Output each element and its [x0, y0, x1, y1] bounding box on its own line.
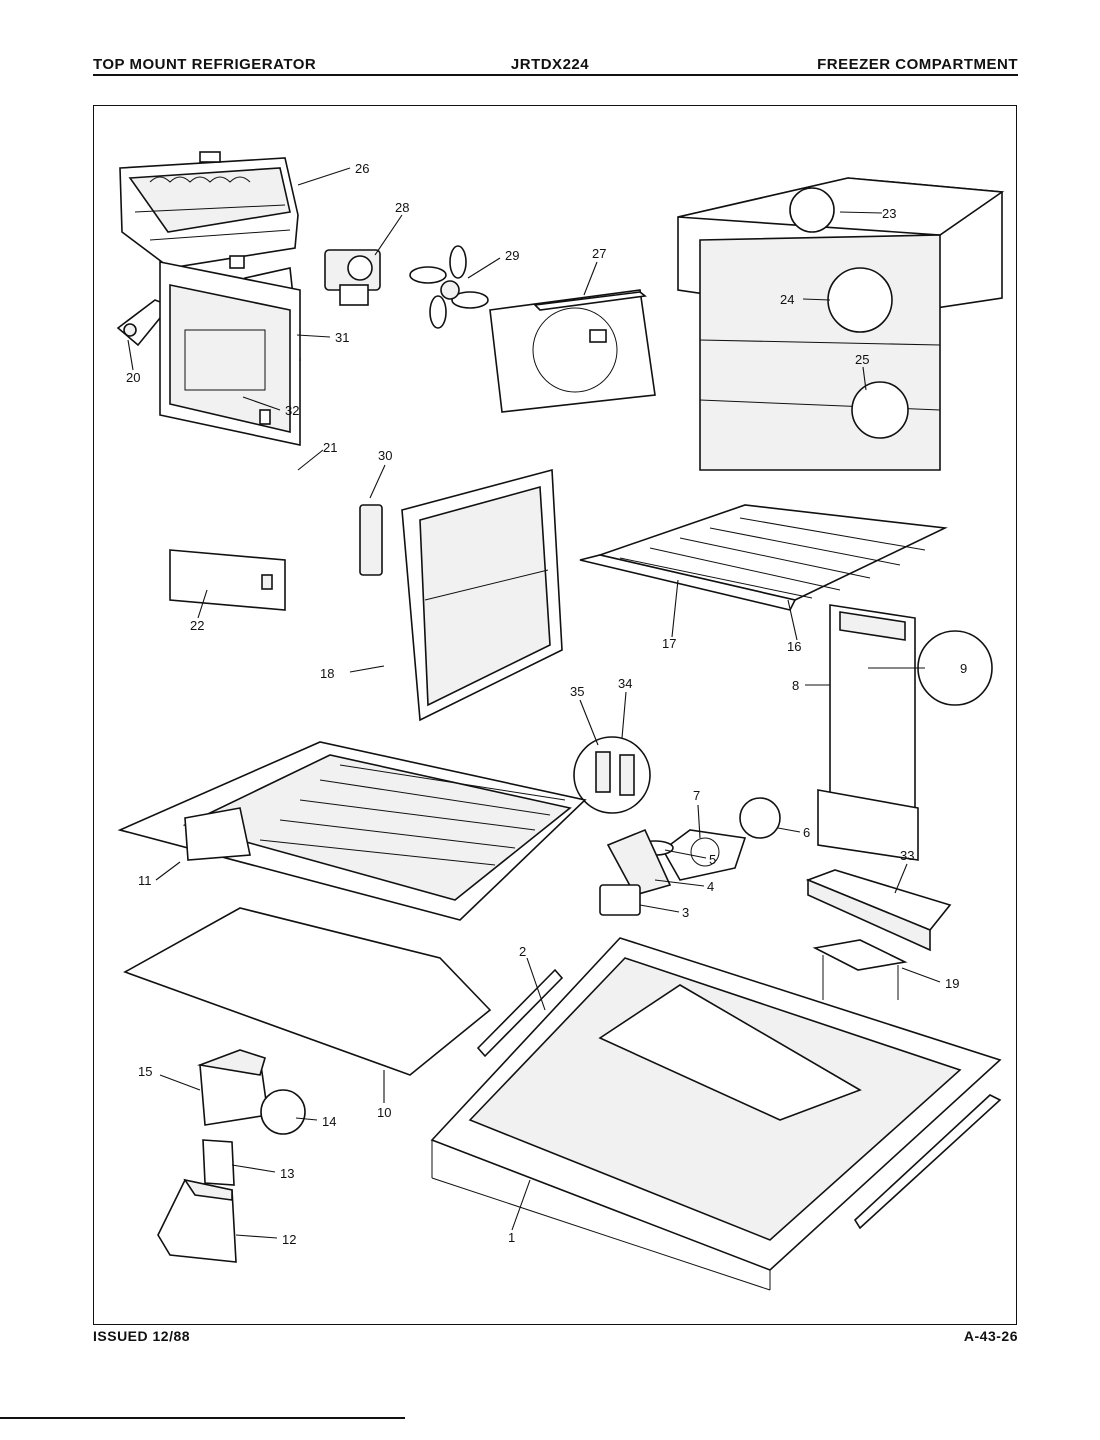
callout-1: 1	[508, 1230, 515, 1245]
part-ice-maker	[119, 151, 299, 269]
part-shelf-tray	[117, 741, 587, 921]
callout-32: 32	[285, 403, 299, 418]
header-section: FREEZER COMPARTMENT	[817, 56, 1018, 73]
part-liner-sheet	[123, 907, 492, 1076]
footer-page-code: A-43-26	[963, 1328, 1018, 1344]
callout-14: 14	[322, 1114, 336, 1129]
bottom-rule	[0, 1417, 405, 1419]
callout-17: 17	[662, 636, 676, 651]
part-freezer-pan	[430, 937, 1002, 1291]
callout-24: 24	[780, 292, 794, 307]
callout-34: 34	[618, 676, 632, 691]
diagram-frame	[93, 105, 1017, 1325]
header-rule	[93, 74, 1018, 76]
callout-23: 23	[882, 206, 896, 221]
part-fan-blade	[409, 245, 489, 329]
callout-6: 6	[803, 825, 810, 840]
part-fan-shroud	[489, 289, 656, 413]
callout-35: 35	[570, 684, 584, 699]
callout-9: 9	[960, 661, 967, 676]
callout-15: 15	[138, 1064, 152, 1079]
callout-2: 2	[519, 944, 526, 959]
part-wire-shelf	[579, 504, 948, 611]
callout-4: 4	[707, 879, 714, 894]
part-water-valve-bucket	[196, 1049, 306, 1135]
callout-29: 29	[505, 248, 519, 263]
part-freezer-cabinet	[677, 177, 1005, 471]
part-terminal-insert	[573, 736, 651, 814]
part-ice-bin	[157, 1178, 237, 1263]
callout-26: 26	[355, 161, 369, 176]
part-cover	[805, 869, 952, 952]
part-evaporator-motor	[599, 828, 674, 916]
callout-12: 12	[282, 1232, 296, 1247]
callout-5: 5	[709, 852, 716, 867]
callout-19: 19	[945, 976, 959, 991]
callout-21: 21	[323, 440, 337, 455]
callout-10: 10	[377, 1105, 391, 1120]
callout-11: 11	[138, 873, 152, 888]
part-evaporator-fan-bracket	[661, 797, 781, 881]
part-gasket-strip	[476, 968, 564, 1058]
callout-16: 16	[787, 639, 801, 654]
callout-7: 7	[693, 788, 700, 803]
footer-issued-date: ISSUED 12/88	[93, 1328, 191, 1344]
leader-lines	[127, 167, 941, 1239]
callout-18: 18	[320, 666, 334, 681]
callout-20: 20	[126, 370, 140, 385]
callout-8: 8	[792, 678, 799, 693]
callout-33: 33	[900, 848, 914, 863]
callout-27: 27	[592, 246, 606, 261]
callout-31: 31	[335, 330, 349, 345]
part-control-housing	[159, 261, 301, 446]
part-control-panel	[169, 549, 286, 611]
part-hinge	[359, 504, 383, 576]
part-filter	[202, 1139, 235, 1186]
header-model-type: TOP MOUNT REFRIGERATOR	[93, 56, 317, 73]
callout-22: 22	[190, 618, 204, 633]
callout-labels: 26 28 29 27 20 31 32 21 22 30 18 23 24 2…	[126, 161, 967, 1247]
part-bracket-rail	[812, 939, 908, 1000]
callout-13: 13	[280, 1166, 294, 1181]
callout-3: 3	[682, 905, 689, 920]
callout-28: 28	[395, 200, 409, 215]
callout-25: 25	[855, 352, 869, 367]
part-divider-panel	[401, 468, 563, 722]
part-fan-motor	[324, 249, 381, 306]
part-air-duct	[817, 604, 993, 861]
header-model-number: JRTDX224	[510, 56, 590, 73]
callout-30: 30	[378, 448, 392, 463]
